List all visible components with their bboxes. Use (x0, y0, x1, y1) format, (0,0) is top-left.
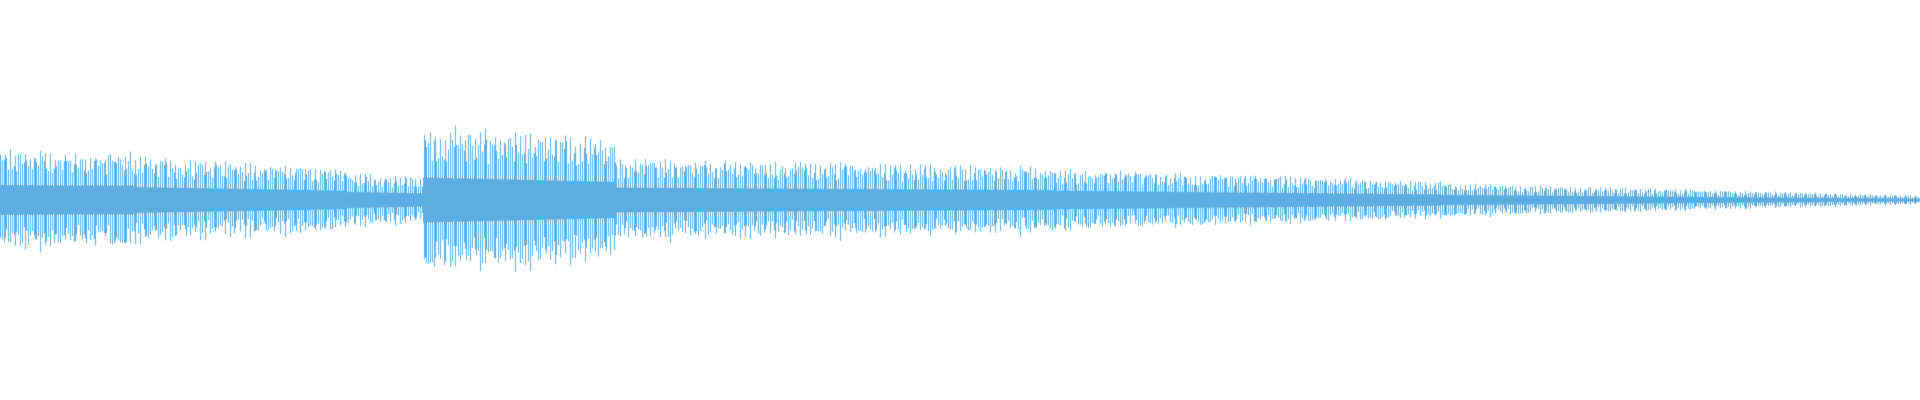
audio-waveform[interactable] (0, 0, 1920, 400)
waveform-canvas[interactable] (0, 0, 1920, 400)
